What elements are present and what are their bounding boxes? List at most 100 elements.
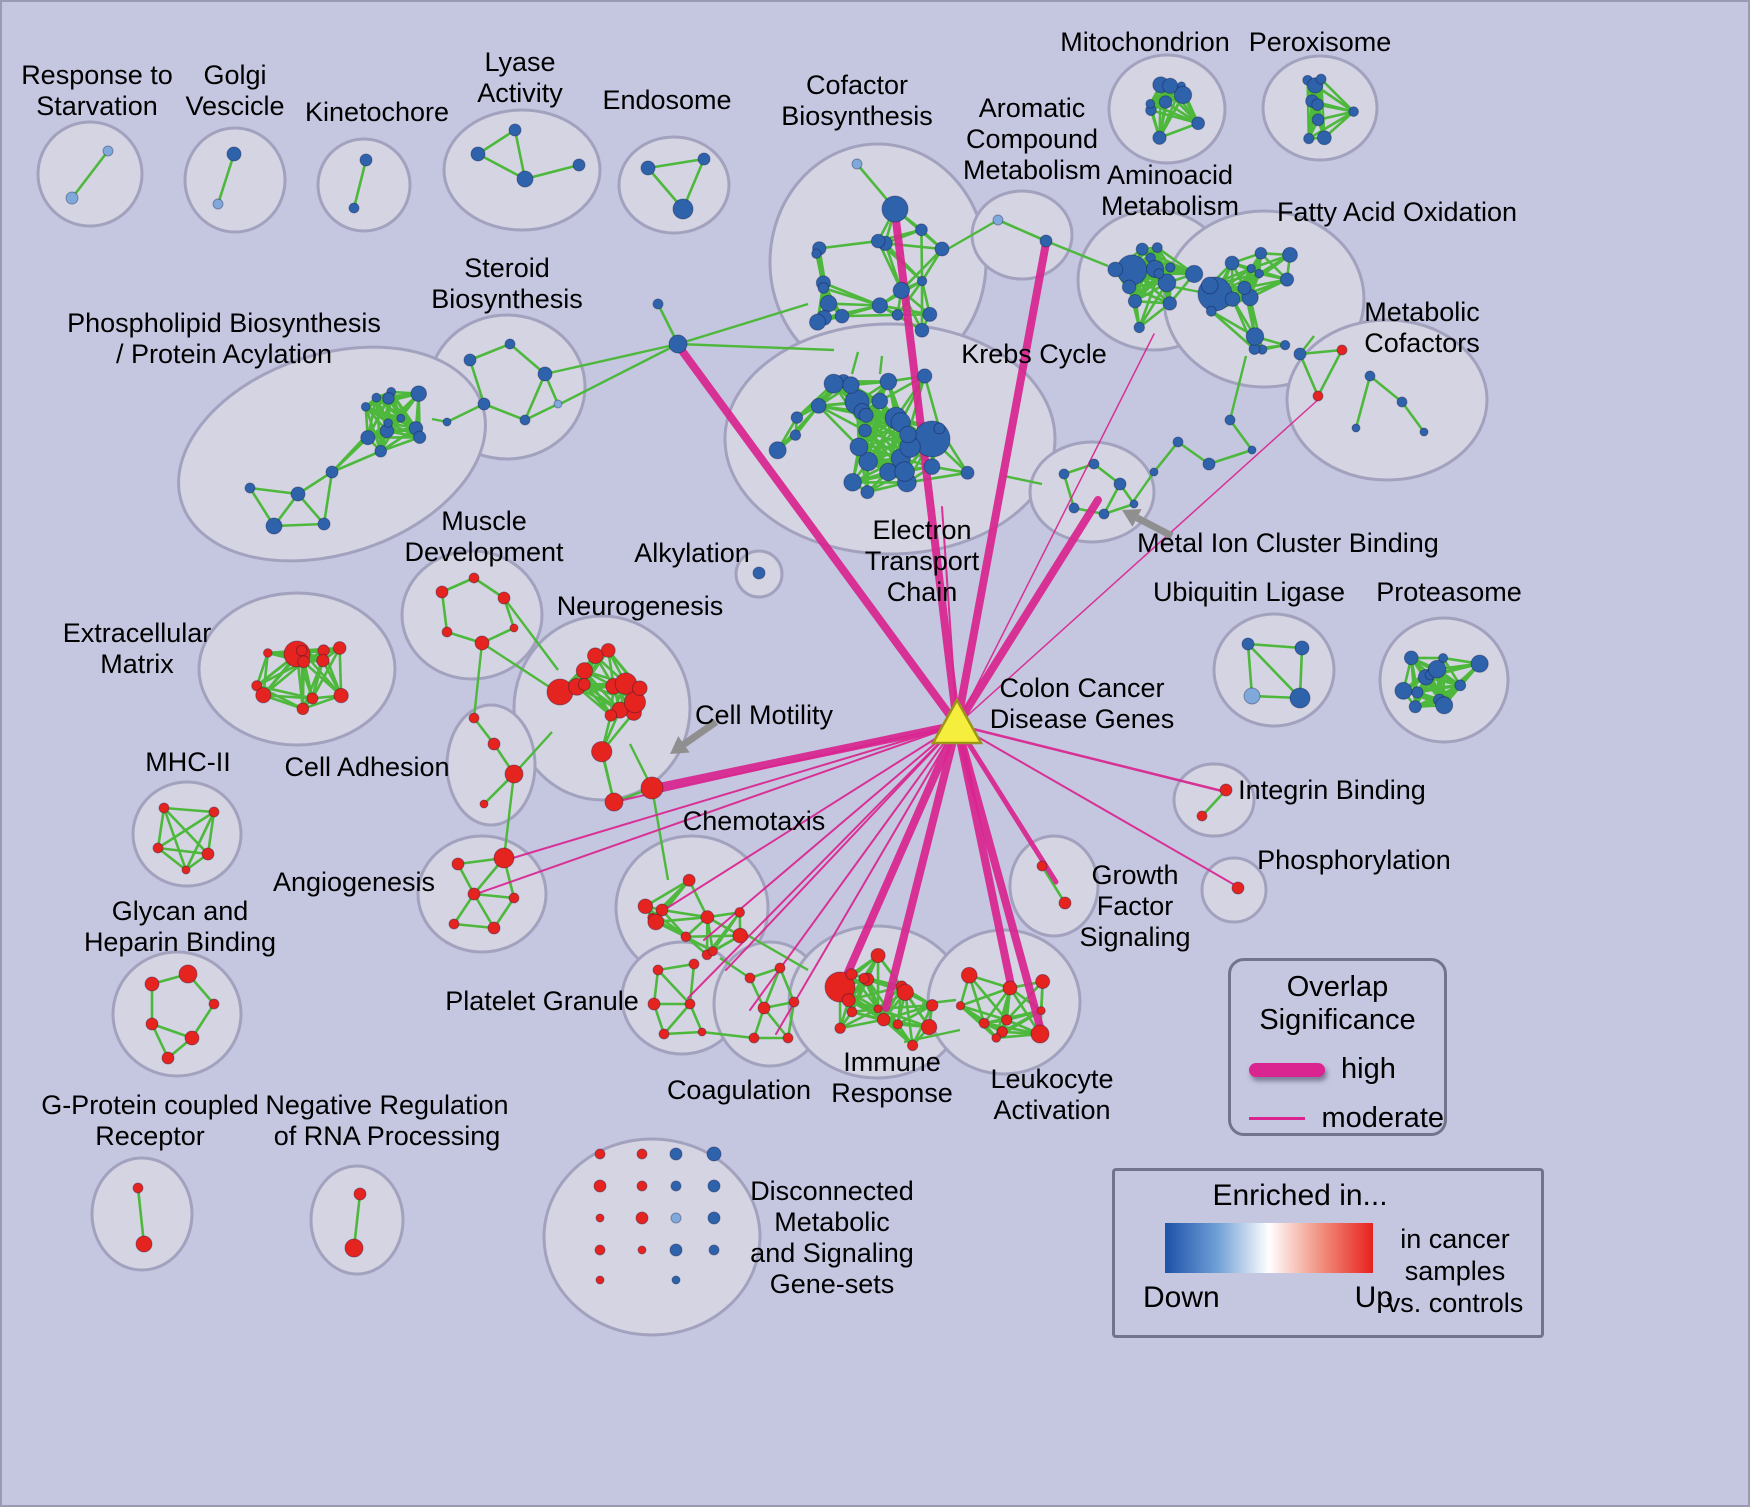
- immune-response-node: [873, 1004, 883, 1014]
- inter-cluster-edge: [513, 731, 553, 775]
- gene-set-overlap-edge: [163, 806, 215, 814]
- leukocyte-activation-node: [1036, 1006, 1046, 1016]
- phospholipid-biosynthesis-node: [374, 444, 388, 458]
- gene-set-overlap-edge: [749, 966, 781, 980]
- gene-set-overlap-edge: [249, 486, 299, 496]
- gene-set-overlap-edge: [896, 280, 924, 316]
- extracellular-matrix-node: [255, 687, 272, 704]
- connector-node: [668, 334, 688, 354]
- metabolic-cofactors-node: [1336, 344, 1348, 356]
- fatty-acid-oxidation-node: [1279, 272, 1295, 287]
- inter-cluster-edge: [650, 787, 670, 881]
- alkylation-node: [752, 566, 766, 580]
- cofactor-biosynthesis-node: [914, 322, 930, 338]
- gene-set-overlap-edge: [473, 892, 515, 900]
- gene-set-overlap-edge: [663, 1030, 703, 1036]
- glycan-heparin-binding-node: [184, 1030, 200, 1046]
- inter-cluster-edge: [331, 437, 365, 473]
- gene-set-overlap-edge: [688, 1003, 704, 1033]
- label-metal-ion-cluster-binding: Metal Ion Cluster Binding: [1137, 528, 1439, 558]
- cofactor-biosynthesis-node: [934, 241, 950, 257]
- endosome-node: [640, 160, 656, 176]
- chemotaxis-node: [680, 931, 692, 943]
- gene-set-overlap-edge: [1062, 473, 1076, 509]
- gene-set-overlap-edge: [1317, 110, 1354, 122]
- fatty-scatter-node: [1224, 414, 1236, 426]
- extracellular-matrix-node: [306, 692, 319, 705]
- metal-ion-cluster-binding-node: [1088, 458, 1100, 470]
- muscle-development-node: [468, 572, 480, 584]
- gene-set-overlap-edge: [1247, 643, 1301, 699]
- metabolic-cofactors-node: [1351, 423, 1361, 433]
- kinetochore-cluster-ellipse: [316, 137, 412, 233]
- leukocyte-activation-node: [960, 966, 978, 984]
- endosome-node: [672, 198, 694, 220]
- gene-set-overlap-edge: [1400, 401, 1426, 433]
- enrichment-context-text: in cancer samples vs. controls: [1377, 1223, 1533, 1319]
- leukocyte-activation-node: [978, 1017, 990, 1029]
- gene-set-overlap-edge: [1354, 375, 1372, 429]
- mitochondrion-node: [1145, 98, 1156, 109]
- disease-overlap-edge: [663, 724, 958, 911]
- fatty-acid-oxidation-node: [1205, 305, 1217, 317]
- gene-set-overlap-edge: [897, 1004, 933, 1026]
- metal-ion-cluster-binding-node: [1098, 508, 1110, 520]
- coagulation-node: [788, 996, 800, 1008]
- gene-set-overlap-edge: [1243, 253, 1291, 289]
- inter-cluster-edge: [503, 597, 559, 671]
- gene-set-overlap-edge: [311, 647, 341, 699]
- gene-set-overlap-edge: [685, 934, 741, 939]
- angiogenesis-node: [508, 892, 520, 904]
- label-phospholipid-biosynthesis: Phospholipid Biosynthesis/ Protein Acyla…: [67, 308, 381, 369]
- up-label: Up: [1354, 1281, 1393, 1314]
- metabolic-cofactors-node: [1293, 347, 1307, 361]
- gene-set-overlap-edge: [1244, 278, 1288, 290]
- neurogenesis-node: [604, 792, 624, 812]
- cofactor-biosynthesis-node: [892, 281, 911, 300]
- disconnected-genesets-node: [593, 1179, 607, 1193]
- phospholipid-biosynthesis-node: [413, 430, 427, 444]
- cell-motility-arrow-shaft: [681, 719, 718, 748]
- gene-set-overlap-edge: [352, 159, 368, 209]
- leukocyte-activation-node: [996, 1025, 1009, 1038]
- metal-ion-arrow-head: [1122, 508, 1142, 527]
- aromatic-compound-metabolism-node: [1039, 234, 1053, 248]
- gene-set-overlap-edge: [663, 1003, 691, 1035]
- gene-set-overlap-edge: [206, 811, 216, 855]
- context-line-1: in cancer: [1400, 1224, 1510, 1254]
- disconnected-genesets-node: [671, 1275, 681, 1285]
- gene-set-overlap-edge: [157, 846, 209, 856]
- high-significance-label: high: [1341, 1053, 1396, 1085]
- disconnected-genesets-node: [595, 1213, 605, 1223]
- gene-set-overlap-edge: [70, 150, 110, 199]
- phospholipid-biosynthesis-node: [265, 517, 283, 535]
- cofactor-biosynthesis-node: [870, 233, 886, 249]
- gene-set-overlap-edge: [967, 974, 986, 1024]
- disconnected-genesets-cluster-ellipse: [542, 1137, 762, 1337]
- gene-set-overlap-edge: [959, 1004, 998, 1039]
- ubiquitin-ligase-node: [1241, 637, 1255, 651]
- ubiquitin-ligase-node: [1294, 640, 1310, 656]
- krebs-etc-node: [933, 422, 946, 435]
- disconnected-genesets-node: [670, 1212, 682, 1224]
- gene-set-overlap-edge: [184, 811, 216, 871]
- disease-overlap-edge: [956, 397, 1321, 726]
- peroxisome-node: [1303, 132, 1315, 145]
- gene-set-overlap-edge: [819, 239, 879, 250]
- label-fatty-acid-oxidation: Fatty Acid Oxidation: [1277, 197, 1517, 227]
- gene-set-overlap-edge: [492, 897, 516, 929]
- inter-cluster-edge: [945, 218, 999, 252]
- gene-set-overlap-edge: [866, 978, 899, 1026]
- gene-set-overlap-edge: [1158, 85, 1172, 138]
- inter-cluster-edge: [903, 1028, 961, 1044]
- metal-ion-cluster-binding-node: [1068, 502, 1080, 514]
- fatty-scatter-node: [1172, 436, 1184, 448]
- disease-overlap-edge: [953, 496, 1102, 729]
- cell-adhesion-node: [487, 737, 501, 751]
